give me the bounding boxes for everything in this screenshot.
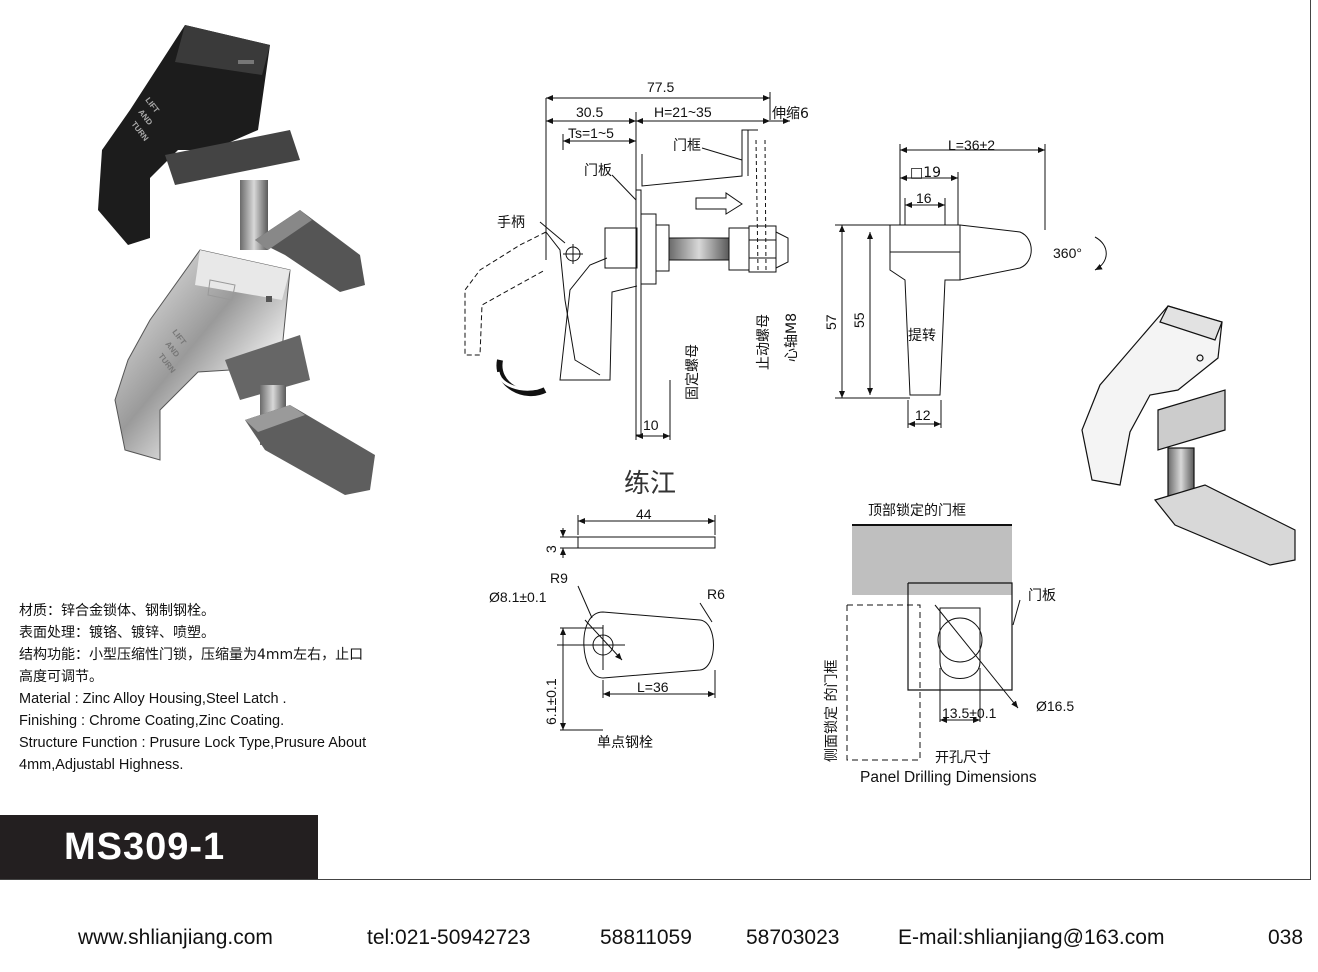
latch-drawing [557, 515, 716, 731]
side-view-drawing [464, 92, 790, 440]
latch-labels: 44 3 R9 Ø8.1±0.1 R6 6.1±0.1 L=36 单点钢栓 [489, 506, 725, 751]
label-panel: 门板 [1028, 588, 1056, 604]
spec-cn-structure: 结构功能：小型压缩性门锁，压缩量为4mm左右，止口 [19, 647, 364, 663]
label-lift-turn: 提转 [908, 328, 936, 344]
footer-email[interactable]: E-mail:shlianjiang@163.com [898, 926, 1165, 949]
page-number: 038 [1268, 926, 1304, 949]
latch-caption: 单点钢栓 [597, 735, 653, 751]
dim-left: 30.5 [576, 104, 603, 120]
footer-tel-3: 58703023 [746, 926, 840, 949]
label-door-panel: 门板 [584, 163, 612, 179]
spec-cn-finishing: 表面处理：镀铬、镀锌、喷塑。 [19, 625, 215, 641]
dim-dia: Ø8.1±0.1 [489, 589, 547, 605]
dim-165: Ø16.5 [1036, 698, 1074, 714]
side-view-labels: 77.5 30.5 H=21~35 伸缩6 Ts=1~5 门框 门板 手柄 固定… [497, 79, 809, 433]
model-number: MS309-1 [0, 815, 318, 879]
dim-12: 12 [915, 407, 931, 423]
dim-total: 77.5 [647, 79, 674, 95]
label-handle: 手柄 [497, 215, 525, 231]
dim-6: 6.1±0.1 [543, 678, 559, 725]
dim-l: L=36±2 [948, 137, 995, 153]
dim-10: 10 [643, 417, 659, 433]
label-spindle: 心轴M8 [784, 313, 800, 362]
dim-r9: R9 [550, 570, 568, 586]
label-side-frame: 侧面锁定 的门框 [824, 660, 840, 762]
dim-44: 44 [636, 506, 652, 522]
specifications: 材质：锌合金锁体、钢制钢栓。 表面处理：镀铬、镀锌、喷塑。 结构功能：小型压缩性… [19, 600, 459, 776]
dim-3: 3 [543, 545, 559, 553]
dim-57: 57 [823, 314, 839, 330]
brand-mark: 练江 [624, 469, 676, 499]
footer-tel-2: 58811059 [600, 926, 692, 949]
drilling-caption-cn: 开孔尺寸 [935, 750, 991, 766]
spec-en-structure-cont: 4mm,Adjustabl Highness. [19, 757, 184, 773]
dim-55: 55 [851, 312, 867, 328]
isometric-drawing [1081, 305, 1296, 566]
spec-en-finishing: Finishing : Chrome Coating,Zinc Coating. [19, 713, 285, 729]
drilling-labels: 顶部锁定的门框 门板 侧面锁定 的门框 13.5±0.1 Ø16.5 开孔尺寸 … [824, 503, 1074, 786]
label-fix-nut: 固定螺母 [685, 344, 701, 400]
drilling-drawing [846, 524, 1021, 761]
label-rotation: 360° [1053, 245, 1082, 261]
dim-sq: □19 [910, 165, 941, 181]
dim-16: 16 [916, 190, 932, 206]
spec-cn-material: 材质：锌合金锁体、钢制钢栓。 [19, 603, 215, 619]
page-frame [0, 0, 1311, 880]
dim-l36: L=36 [637, 679, 669, 695]
dim-r6: R6 [707, 586, 725, 602]
dim-ts: Ts=1~5 [568, 125, 614, 141]
footer-tel: tel:021-50942723 [367, 926, 531, 949]
dim-h: H=21~35 [654, 104, 712, 120]
dim-stretch: 伸缩6 [772, 106, 809, 122]
label-stop-nut: 止动螺母 [756, 314, 772, 370]
label-door-frame: 门框 [673, 138, 701, 154]
dim-135: 13.5±0.1 [942, 705, 997, 721]
front-view-drawing [835, 144, 1107, 428]
spec-en-material: Material : Zinc Alloy Housing,Steel Latc… [19, 691, 287, 707]
product-photo-chrome: LIFT AND TURN [114, 249, 375, 495]
drilling-caption-en: Panel Drilling Dimensions [860, 769, 1037, 786]
front-view-labels: L=36±2 □19 16 57 55 12 提转 360° [823, 137, 1082, 423]
product-photo-black: LIFT AND TURN [98, 25, 365, 292]
spec-en-structure: Structure Function : Prusure Lock Type,P… [19, 735, 367, 751]
footer-website[interactable]: www.shlianjiang.com [78, 926, 273, 949]
label-top-frame: 顶部锁定的门框 [868, 503, 966, 519]
spec-cn-structure-cont: 高度可调节。 [19, 669, 103, 685]
